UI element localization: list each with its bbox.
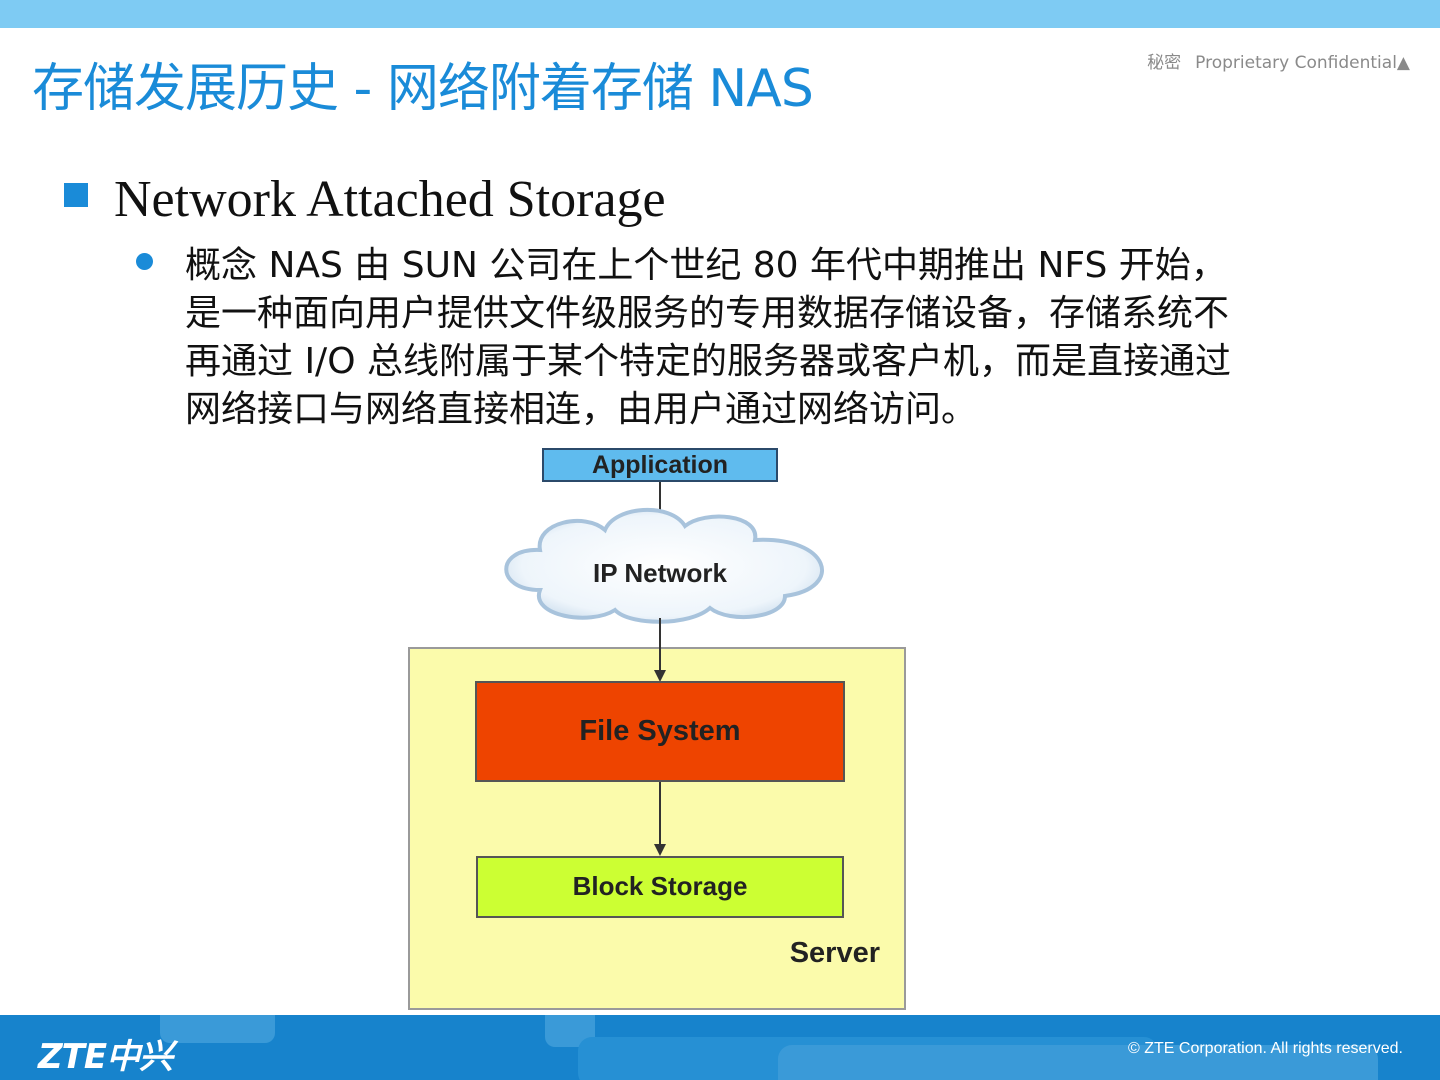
bullet-heading: Network Attached Storage: [114, 171, 666, 228]
application-box: [542, 448, 778, 482]
confidential-secret-text: 秘密: [1147, 53, 1182, 73]
diagram-connectors: [504, 482, 824, 856]
confidentiality-label: 秘密 Proprietary Confidential▲: [1147, 48, 1410, 73]
slide-title: 存储发展历史 - 网络附着存储 NAS: [32, 59, 814, 119]
square-bullet-icon: [64, 183, 88, 207]
file-system-box: [475, 681, 845, 782]
block-storage-box: [476, 856, 844, 918]
application-label: Application: [591, 451, 729, 479]
footer-decoration: [160, 1015, 275, 1043]
arrow-head-icon: [654, 670, 666, 682]
footer-bar: ZTE中兴 © ZTE Corporation. All rights rese…: [0, 1015, 1440, 1080]
zte-logo: ZTE中兴: [38, 1037, 173, 1077]
cloud-icon: [504, 507, 824, 624]
footer-decoration: [778, 1045, 1378, 1080]
network-label: IP Network: [593, 558, 727, 588]
arrow-head-icon: [654, 844, 666, 856]
server-label: Server: [789, 937, 880, 969]
file-system-label: File System: [579, 715, 741, 747]
top-banner: [0, 0, 1440, 28]
nas-diagram: Application IP Network File System Block…: [400, 440, 920, 1020]
bullet-paragraph: 概念 NAS 由 SUN 公司在上个世纪 80 年代中期推出 NFS 开始，是一…: [185, 245, 1231, 430]
confidential-text: Proprietary Confidential▲: [1195, 53, 1410, 73]
round-bullet-icon: [136, 253, 153, 270]
block-storage-label: Block Storage: [572, 871, 748, 901]
copyright-text: © ZTE Corporation. All rights reserved.: [1128, 1040, 1403, 1057]
